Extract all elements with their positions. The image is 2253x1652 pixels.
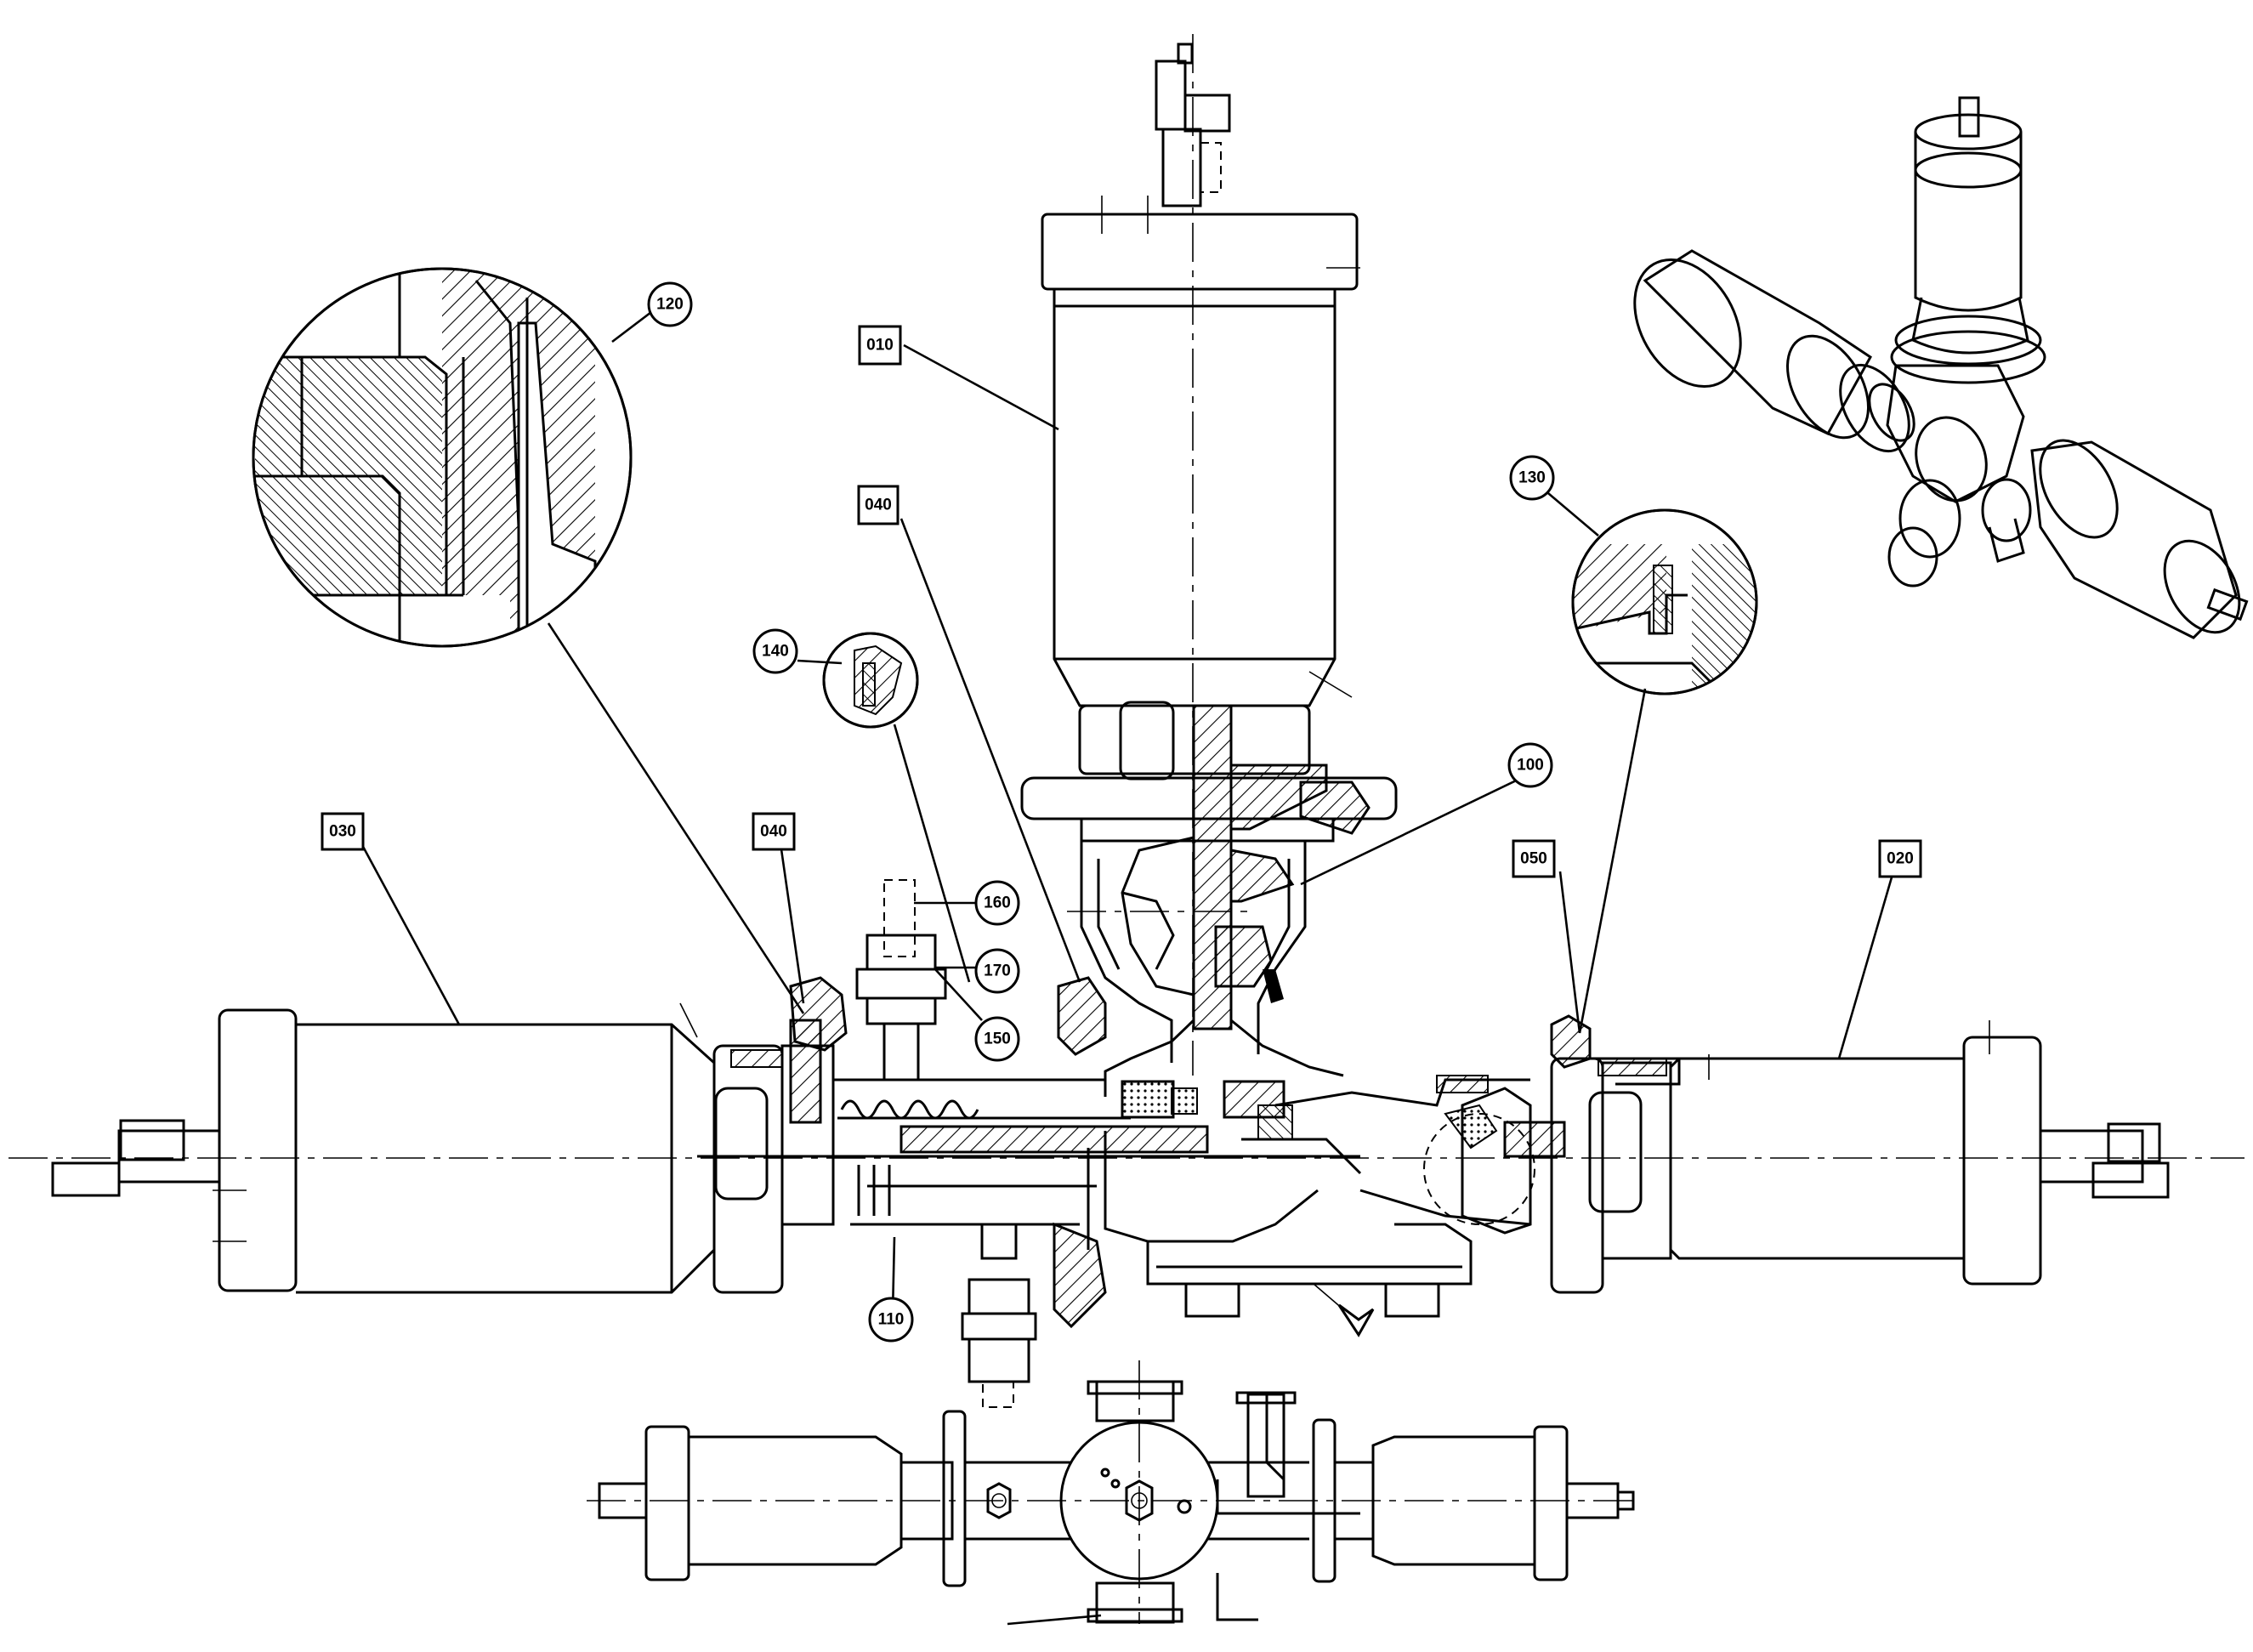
callout-160: 160 — [974, 880, 1020, 926]
svg-text:150: 150 — [984, 1030, 1011, 1048]
callout-100: 100 — [1507, 742, 1553, 788]
leader-lines — [360, 303, 1895, 1314]
svg-text:170: 170 — [984, 962, 1011, 980]
callout-020: 020 — [1878, 839, 1922, 878]
callout-170: 170 — [974, 948, 1020, 994]
left-section — [712, 879, 1107, 1408]
svg-text:130: 130 — [1518, 469, 1546, 487]
callout-040-upper: 040 — [857, 485, 899, 525]
spring — [840, 1099, 979, 1216]
left-actuator — [51, 1002, 769, 1294]
callout-040-left: 040 — [752, 812, 796, 851]
svg-text:040: 040 — [865, 497, 892, 514]
main-pipe — [697, 1014, 1681, 1294]
svg-text:100: 100 — [1517, 757, 1544, 775]
svg-text:160: 160 — [984, 894, 1011, 912]
svg-text:030: 030 — [329, 823, 356, 841]
svg-text:110: 110 — [878, 1311, 905, 1329]
callout-010: 010 — [858, 325, 902, 366]
svg-text:120: 120 — [656, 296, 684, 314]
callout-140: 140 — [752, 628, 798, 674]
callout-130: 130 — [1509, 455, 1555, 501]
svg-text:140: 140 — [762, 643, 789, 661]
callout-110: 110 — [868, 1297, 914, 1343]
plan-view — [587, 1360, 1641, 1626]
right-actuator — [1588, 1020, 2170, 1286]
callouts: 010 040 030 040 050 020 120 130 — [321, 281, 1922, 1343]
detail-130 — [1571, 508, 1758, 695]
valve-body — [1020, 704, 1473, 1337]
svg-text:050: 050 — [1520, 850, 1547, 868]
callout-030: 030 — [321, 812, 365, 851]
detail-120 — [252, 267, 633, 648]
svg-text:040: 040 — [760, 823, 787, 841]
top-actuator — [1041, 43, 1360, 781]
isometric-view — [1633, 96, 2249, 639]
callout-150: 150 — [974, 1016, 1020, 1062]
callout-050: 050 — [1512, 839, 1556, 878]
svg-text:020: 020 — [1887, 850, 1914, 868]
detail-140 — [822, 632, 919, 729]
svg-text:010: 010 — [866, 337, 894, 355]
callout-120: 120 — [647, 281, 693, 327]
